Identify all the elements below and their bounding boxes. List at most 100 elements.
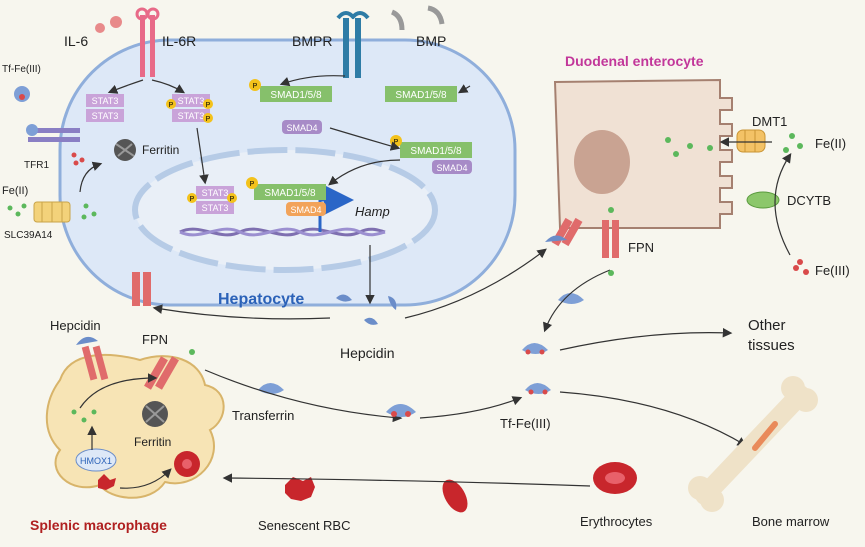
other-tissues-label-2: tissues <box>748 337 795 354</box>
dmt1-label: DMT1 <box>752 114 787 129</box>
dcytb-reduction-arrow <box>774 153 792 256</box>
tf-to-center-arrow <box>419 396 523 419</box>
hmox1-enzyme-icon: HMOX1 <box>75 448 117 472</box>
smad4-box-1: SMAD4 <box>282 120 322 134</box>
svg-text:P: P <box>206 102 211 109</box>
svg-text:P: P <box>230 196 235 203</box>
bone-marrow-label: Bone marrow <box>752 514 830 529</box>
svg-text:SMAD1/5/8: SMAD1/5/8 <box>264 188 316 199</box>
iron-dot-enterocyte-in <box>608 207 614 213</box>
enterocyte-to-blood-arrow <box>543 269 611 333</box>
transferrin-label: Transferrin <box>232 408 294 423</box>
tf-fe3-center-label: Tf-Fe(III) <box>500 416 551 431</box>
slc39a14-label: SLC39A14 <box>4 230 53 241</box>
tfr1-label: TFR1 <box>24 160 49 171</box>
transferrin-flow-arrow <box>204 369 403 423</box>
hepcidin-peptides-icon <box>336 294 397 325</box>
bmpr-label: BMPR <box>292 33 332 49</box>
il6-ligand-icon <box>95 16 122 33</box>
bmpr-receptor-icon <box>336 11 370 78</box>
splenic-macrophage-cell <box>45 353 225 499</box>
svg-text:STAT3: STAT3 <box>178 111 205 121</box>
ferritin-macrophage-icon <box>142 401 168 427</box>
tf-fe3-center-icons <box>522 293 584 395</box>
ferroportin-channel-icon <box>132 272 151 306</box>
splenic-macrophage-title: Splenic macrophage <box>30 517 167 533</box>
hepcidin-to-liver-arrow <box>152 304 331 320</box>
svg-text:STAT3: STAT3 <box>202 203 229 213</box>
tf-fe3-left-icon <box>14 86 30 102</box>
hamp-gene-label: Hamp <box>355 204 390 219</box>
hepcidin-left-label: Hepcidin <box>50 318 101 333</box>
svg-text:SMAD4: SMAD4 <box>436 163 467 173</box>
stat3-pair-1: STAT3 STAT3 <box>86 94 124 122</box>
svg-text:STAT3: STAT3 <box>92 96 119 106</box>
other-tissues-label-1: Other <box>748 317 786 334</box>
dcytb-label: DCYTB <box>787 193 831 208</box>
svg-text:STAT3: STAT3 <box>178 96 205 106</box>
svg-text:STAT3: STAT3 <box>92 111 119 121</box>
hepcidin-fpn-enterocyte-icon <box>545 217 583 247</box>
il6-receptor-icon <box>135 7 160 77</box>
bmp-label: BMP <box>416 33 446 49</box>
il6-label: IL-6 <box>64 33 88 49</box>
senescent-rbc-arrow <box>222 473 591 487</box>
senescent-rbc-label: Senescent RBC <box>258 518 351 533</box>
ferritin-hepatocyte-label: Ferritin <box>142 143 179 157</box>
hepcidin-to-enterocyte-arrow <box>404 248 547 319</box>
duodenal-enterocyte-title: Duodenal enterocyte <box>565 53 704 69</box>
smad-complex-nucleus: SMAD1/5/8 P SMAD4 <box>246 177 326 216</box>
svg-text:STAT3: STAT3 <box>202 188 229 198</box>
senescent-rbc-icon <box>285 477 315 501</box>
svg-text:SMAD1/5/8: SMAD1/5/8 <box>270 90 322 101</box>
svg-text:HMOX1: HMOX1 <box>80 456 112 466</box>
iron-dot-macrophage-out <box>189 349 195 355</box>
hepcidin-center-label: Hepcidin <box>340 345 394 361</box>
ferritin-macrophage-label: Ferritin <box>134 435 171 449</box>
svg-text:P: P <box>190 196 195 203</box>
fpn-enterocyte-label: FPN <box>628 240 654 255</box>
macrophage-iron-export-arrow <box>79 373 158 409</box>
svg-text:P: P <box>169 102 174 109</box>
erythrocyte-icon <box>593 462 637 494</box>
dna-helix-icon <box>179 227 386 237</box>
ferritin-icon <box>114 139 136 161</box>
iron-dots-macrophage <box>71 409 97 423</box>
il6r-label: IL-6R <box>162 33 196 49</box>
svg-text:P: P <box>250 181 255 188</box>
fe2-right-label: Fe(II) <box>815 136 846 151</box>
fe2-left-label: Fe(II) <box>2 185 28 197</box>
transferrin-icon <box>258 383 284 394</box>
stat3-pair-nucleus: STAT3 STAT3 P P <box>187 186 237 214</box>
svg-text:SMAD1/5/8: SMAD1/5/8 <box>395 90 447 101</box>
hepatocyte-title: Hepatocyte <box>218 291 304 308</box>
slc39a14-transporter-icon <box>33 201 71 223</box>
svg-text:SMAD4: SMAD4 <box>286 123 317 133</box>
duodenal-enterocyte-cell <box>553 78 733 229</box>
to-bone-marrow-arrow <box>559 391 748 447</box>
iron-dots-tfr1 <box>71 152 85 166</box>
phagocytosis-arrow <box>119 468 172 489</box>
svg-text:P: P <box>253 83 258 90</box>
svg-text:SMAD1/5/8: SMAD1/5/8 <box>410 146 462 157</box>
tfr1-receptor-icon <box>26 124 80 142</box>
tf-fe3-loaded-icon <box>386 404 416 417</box>
smad-complex-2: SMAD1/5/8 P SMAD4 <box>390 135 472 174</box>
tf-fe3-left-label: Tf-Fe(III) <box>2 64 41 75</box>
bone-icon <box>688 376 818 512</box>
fe3-right-label: Fe(III) <box>815 263 850 278</box>
svg-text:P: P <box>206 116 211 123</box>
fpn-macrophage-label: FPN <box>142 332 168 347</box>
bmp-ligand-icon <box>390 5 445 31</box>
erythrocytes-label: Erythrocytes <box>580 514 653 529</box>
svg-text:P: P <box>394 139 399 146</box>
to-other-tissues-arrow <box>559 327 733 351</box>
dmt1-transporter-icon <box>736 129 766 153</box>
iron-dots-enterocyte <box>665 137 713 157</box>
erythrocyte-side-icon <box>442 479 468 513</box>
iron-dots-fe3-right <box>793 259 809 275</box>
degraded-rbc-icon <box>98 474 116 490</box>
iron-dots-fe2-right <box>783 133 803 153</box>
